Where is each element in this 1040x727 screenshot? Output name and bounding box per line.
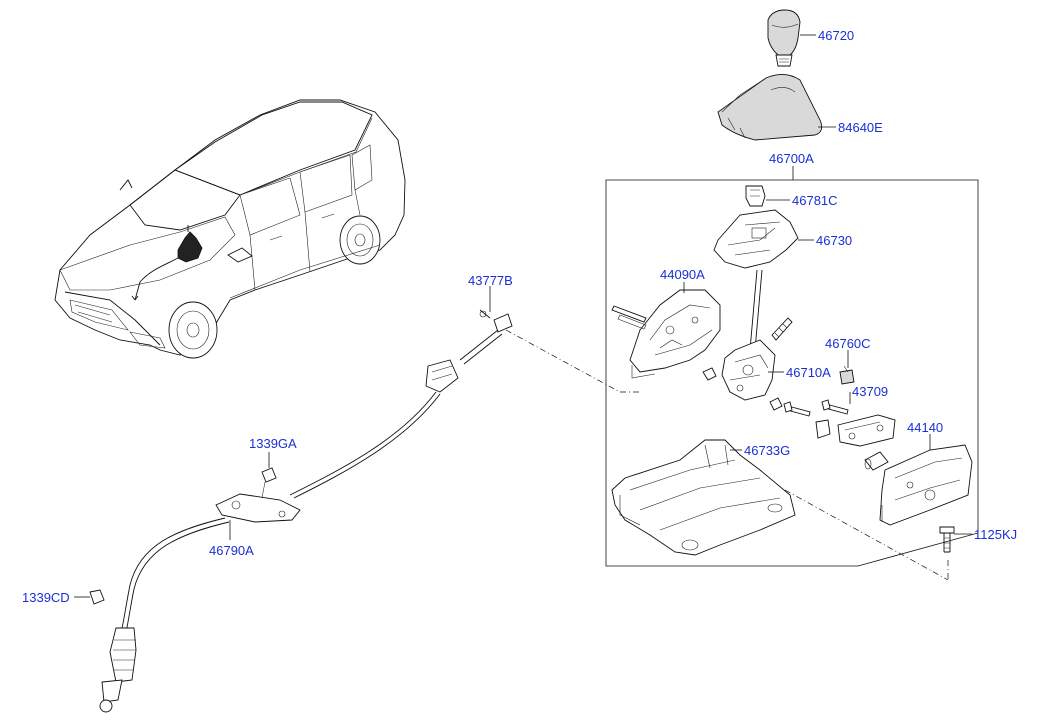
- callout-46733G[interactable]: 46733G: [744, 443, 790, 458]
- leader-lines: [74, 34, 972, 598]
- callout-46700A[interactable]: 46700A: [769, 151, 814, 166]
- shift-knob: [767, 9, 801, 67]
- callout-labels: 46720 84640E 46700A 46781C 46730 44090A …: [22, 28, 1017, 605]
- callout-46730[interactable]: 46730: [816, 233, 852, 248]
- callout-46720[interactable]: 46720: [818, 28, 854, 43]
- main-lever-assembly: [702, 269, 793, 401]
- link-pin: [611, 305, 647, 330]
- callout-46781C[interactable]: 46781C: [792, 193, 838, 208]
- callout-46710A[interactable]: 46710A: [786, 365, 831, 380]
- indicator-housing: [879, 444, 973, 526]
- callout-44090A[interactable]: 44090A: [660, 267, 705, 282]
- callout-1339GA[interactable]: 1339GA: [249, 436, 297, 451]
- callout-1339CD[interactable]: 1339CD: [22, 590, 70, 605]
- callout-46760C[interactable]: 46760C: [825, 336, 871, 351]
- callout-43777B[interactable]: 43777B: [468, 273, 513, 288]
- lever-housing: [713, 209, 799, 269]
- lock-clip: [745, 185, 766, 207]
- vehicle-illustration: [54, 99, 406, 359]
- callout-1125KJ[interactable]: 1125KJ: [974, 527, 1017, 542]
- shift-cable: [89, 309, 513, 713]
- callout-84640E[interactable]: 84640E: [838, 120, 883, 135]
- assembly-frame: [605, 166, 979, 567]
- callout-43709[interactable]: 43709: [852, 384, 888, 399]
- solenoid: [864, 451, 889, 471]
- assembly-guide-lines: [505, 329, 949, 581]
- callout-44140[interactable]: 44140: [907, 420, 943, 435]
- fastener-set: [769, 397, 849, 439]
- shift-boot: [717, 74, 823, 141]
- callout-46790A[interactable]: 46790A: [209, 543, 254, 558]
- side-bracket: [629, 289, 721, 379]
- connector: [839, 365, 855, 385]
- base-bracket: [611, 439, 796, 556]
- sensor-bracket: [837, 414, 896, 447]
- bolt: [939, 526, 955, 553]
